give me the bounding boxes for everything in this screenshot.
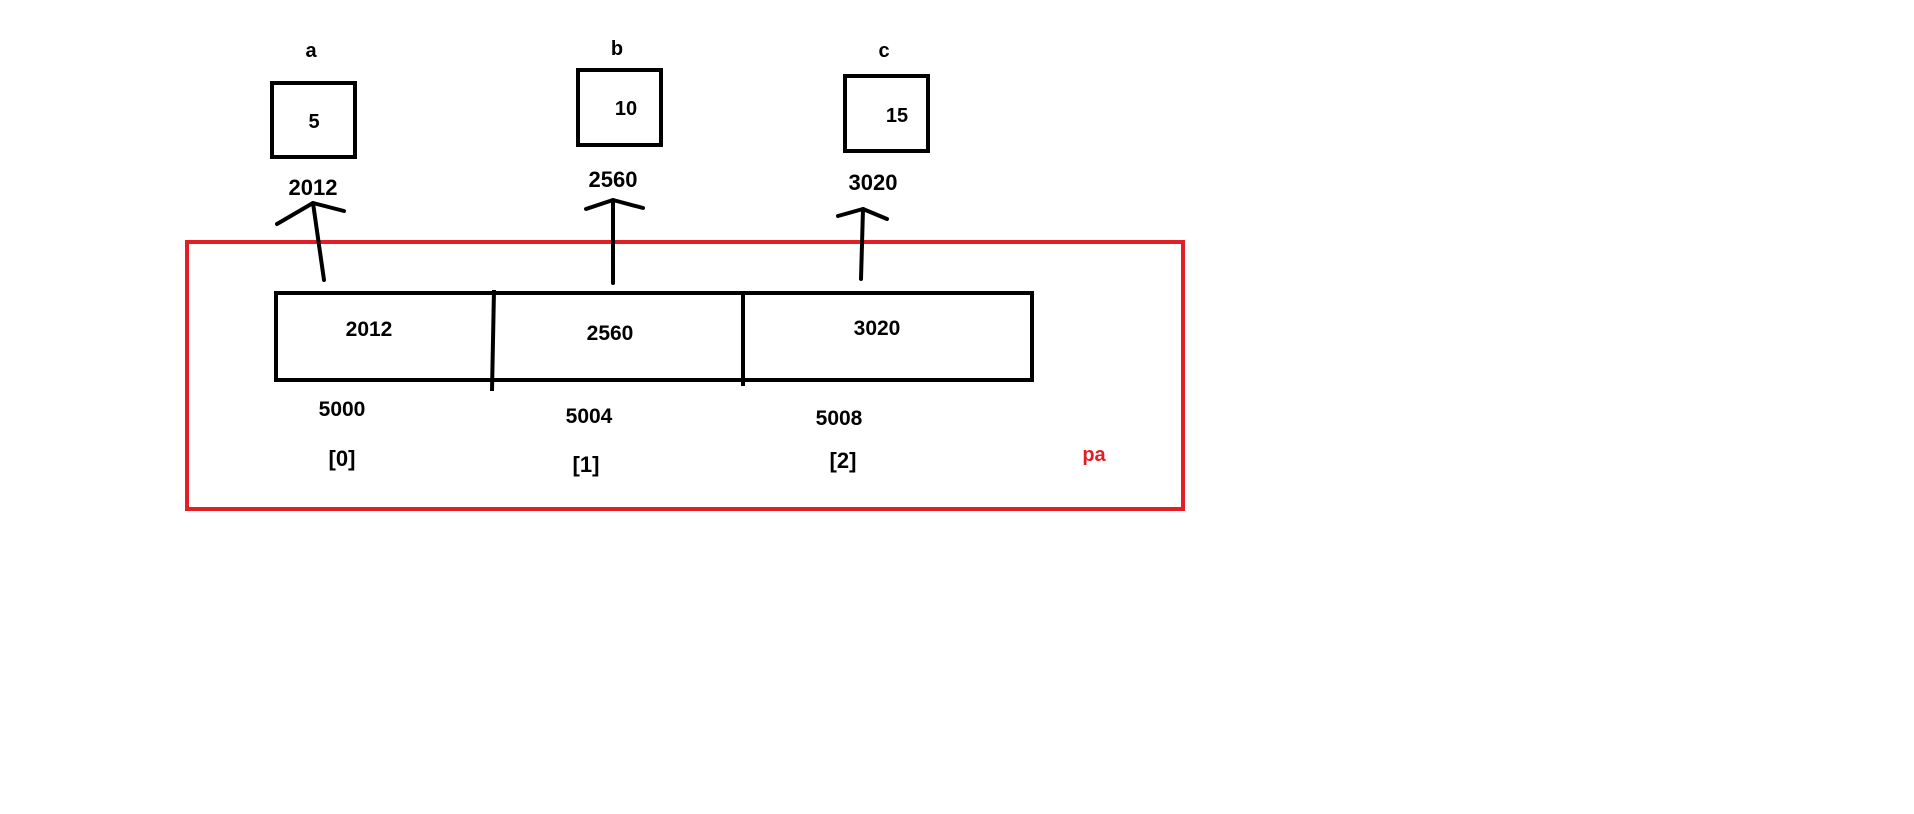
cell-address-2: 5008 bbox=[816, 407, 863, 430]
cell-value-2: 3020 bbox=[854, 317, 901, 340]
cell-index-1: [1] bbox=[573, 452, 600, 477]
arrow-cell-2-to-c bbox=[836, 207, 889, 281]
arrow-cell-1-to-b bbox=[584, 198, 645, 285]
cell-value-0: 2012 bbox=[346, 318, 393, 341]
variable-address-a: 2012 bbox=[289, 175, 338, 200]
variable-name-c: c bbox=[878, 40, 889, 62]
variable-a: a 5 2012 bbox=[270, 40, 357, 200]
cell-address-0: 5000 bbox=[319, 398, 366, 421]
variable-address-c: 3020 bbox=[849, 170, 898, 195]
array-cell-2: 3020 5008 [2] bbox=[816, 317, 901, 473]
cell-index-0: [0] bbox=[329, 446, 356, 471]
variable-address-b: 2560 bbox=[589, 167, 638, 192]
variable-c: c 15 3020 bbox=[843, 40, 930, 195]
variable-value-b: 10 bbox=[615, 98, 637, 120]
array-outline bbox=[274, 291, 1034, 382]
cell-address-1: 5004 bbox=[566, 405, 613, 428]
variable-box-c bbox=[843, 74, 930, 153]
variable-value-c: 15 bbox=[886, 105, 908, 127]
variable-name-a: a bbox=[305, 40, 317, 62]
cell-divider-1 bbox=[490, 289, 496, 392]
cell-index-2: [2] bbox=[830, 448, 857, 473]
arrow-cell-0-to-a bbox=[275, 201, 346, 282]
variable-box-b bbox=[576, 68, 663, 147]
array-label-pa: pa bbox=[1082, 444, 1106, 466]
cell-value-1: 2560 bbox=[587, 322, 634, 345]
variable-value-a: 5 bbox=[308, 111, 319, 133]
variable-name-b: b bbox=[611, 38, 623, 60]
array-container-pa bbox=[185, 240, 1185, 511]
variable-box-a bbox=[270, 81, 357, 159]
variable-b: b 10 2560 bbox=[576, 38, 663, 192]
array-cell-1: 2560 5004 [1] bbox=[566, 322, 634, 477]
array-cell-0: 2012 5000 [0] bbox=[319, 318, 393, 471]
pointer-array: 2012 5000 [0] 2560 5004 [1] 3020 5008 [2… bbox=[274, 289, 1034, 477]
